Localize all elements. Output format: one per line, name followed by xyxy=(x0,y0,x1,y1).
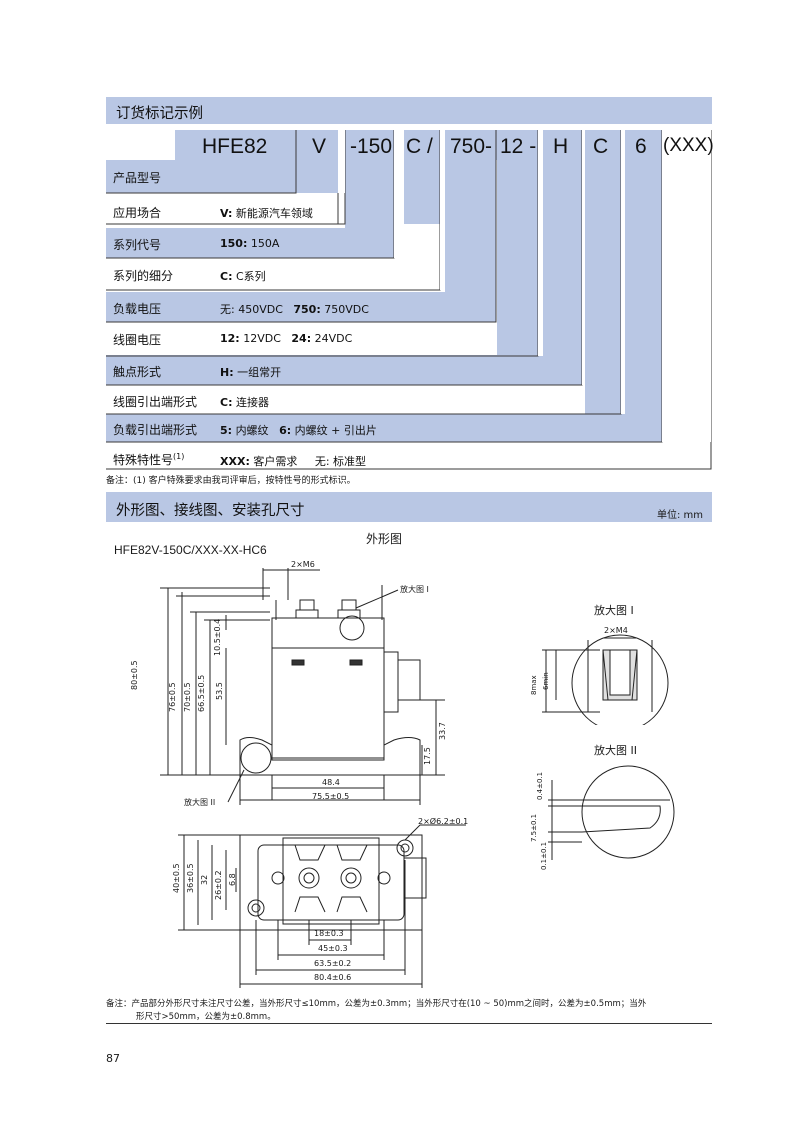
row-label-coil-terminal: 线圈引出端形式 xyxy=(113,395,198,409)
label-h535: 53.5 xyxy=(215,682,224,700)
front-view-drawing xyxy=(160,568,445,805)
row-value-series: 150: 150A xyxy=(220,237,280,250)
code-part-series: -150 xyxy=(350,135,393,158)
label-zoom1-ref: 放大图 I xyxy=(400,585,429,594)
label-h175: 17.5 xyxy=(423,747,432,765)
label-thread-m6: 2×M6 xyxy=(291,560,315,569)
ordering-header-band xyxy=(106,97,712,124)
label-h26: 26±0.2 xyxy=(214,870,223,900)
row-value-special: XXX: 客户需求 无: 标准型 xyxy=(220,455,367,468)
zoom1-title: 放大图 I xyxy=(594,604,634,617)
zoom1-thread: 2×M4 xyxy=(604,626,628,635)
code-part-load-terminal: 6 xyxy=(635,135,647,158)
label-h40: 40±0.5 xyxy=(172,863,181,893)
page-number: 87 xyxy=(106,1052,120,1065)
row-label-special: 特殊特性号(1) xyxy=(113,452,185,467)
label-h36: 36±0.5 xyxy=(186,863,195,893)
label-h337: 33.7 xyxy=(438,722,447,740)
ordering-section-title: 订货标记示例 xyxy=(116,106,203,122)
label-w484: 48.4 xyxy=(322,778,340,787)
row-band-contact xyxy=(106,355,582,385)
zoom1-depth: 8max xyxy=(530,675,538,695)
row-value-load-terminal: 5: 内螺纹 6: 内螺纹 + 引出片 xyxy=(220,424,377,437)
zoom2-drawing xyxy=(548,765,675,860)
bottom-view-drawing xyxy=(178,824,466,988)
bottom-rule xyxy=(106,1023,712,1024)
dimension-note-line2: 形尺寸>50mm，公差为±0.8mm。 xyxy=(136,1012,276,1022)
row-label-load-terminal: 负载引出端形式 xyxy=(113,423,198,437)
code-part-subseries: C / xyxy=(406,135,433,158)
code-part-application: V xyxy=(312,135,327,158)
zoom2-d2: 7.5±0.1 xyxy=(530,813,538,842)
ordering-note: 备注：(1) 客户特殊要求由我司评审后，按特性号的形式标识。 xyxy=(106,476,356,486)
zoom2-title: 放大图 II xyxy=(594,744,637,757)
row-label-coil-voltage: 线圈电压 xyxy=(113,333,162,347)
model-name: HFE82V-150C/XXX-XX-HC6 xyxy=(114,543,267,557)
row-value-coil-voltage: 12: 12VDC 24: 24VDC xyxy=(220,332,353,345)
label-h76: 76±0.5 xyxy=(168,682,177,712)
row-value-application: V: 新能源汽车领域 xyxy=(220,207,313,220)
row-label-product: 产品型号 xyxy=(113,171,162,185)
row-label-series: 系列代号 xyxy=(113,238,162,252)
label-w18: 18±0.3 xyxy=(314,929,344,938)
label-w635: 63.5±0.2 xyxy=(314,959,352,968)
label-hole: 2×Ø6.2±0.1 xyxy=(418,817,469,826)
code-part-contact: H xyxy=(553,135,569,158)
row-band-product xyxy=(106,160,296,193)
dimensions-header-band xyxy=(106,492,712,522)
row-label-application: 应用场合 xyxy=(113,206,162,220)
zoom2-d3: 0.1±0.1 xyxy=(540,841,548,870)
label-h105: 10.5±0.4 xyxy=(213,618,222,656)
row-band-load-voltage xyxy=(106,292,496,322)
code-part-model: HFE82 xyxy=(202,135,268,158)
label-h32: 32 xyxy=(200,874,209,885)
label-w804: 80.4±0.6 xyxy=(314,973,352,982)
zoom1-drawing xyxy=(542,634,669,725)
dimension-note-line1: 备注：产品部分外形尺寸未注尺寸公差，当外形尺寸≤10mm，公差为±0.3mm；当… xyxy=(106,999,647,1009)
zoom1-depth2: 6min xyxy=(542,672,550,690)
row-label-subseries: 系列的细分 xyxy=(113,269,174,283)
row-label-load-voltage: 负载电压 xyxy=(113,302,162,316)
dimensions-section-title: 外形图、接线图、安装孔尺寸 xyxy=(116,503,305,519)
label-w755: 75.5±0.5 xyxy=(312,792,350,801)
label-h68: 6.8 xyxy=(228,873,237,886)
code-part-special: (XXX) xyxy=(663,135,714,156)
row-value-contact: H: 一组常开 xyxy=(220,366,282,379)
code-part-coil-terminal: C xyxy=(593,135,609,158)
ordering-brackets xyxy=(106,130,712,470)
code-part-coil-voltage: 12 - xyxy=(500,135,537,158)
drawing-title: 外形图 xyxy=(366,532,403,546)
row-value-coil-terminal: C: 连接器 xyxy=(220,396,269,409)
code-part-load-voltage: 750- xyxy=(450,135,493,158)
row-value-load-voltage: 无: 450VDC 750: 750VDC xyxy=(220,303,369,316)
row-value-subseries: C: C系列 xyxy=(220,270,266,283)
label-zoom2-ref: 放大图 II xyxy=(184,798,216,807)
label-h665: 66.5±0.5 xyxy=(197,674,206,712)
zoom2-d1: 0.4±0.1 xyxy=(536,771,544,800)
label-w45: 45±0.3 xyxy=(318,944,348,953)
unit-label: 单位: mm xyxy=(657,510,704,521)
label-h80: 80±0.5 xyxy=(130,660,139,690)
row-band-load-terminal xyxy=(106,414,662,442)
row-label-contact: 触点形式 xyxy=(113,365,162,379)
label-h70: 70±0.5 xyxy=(183,682,192,712)
